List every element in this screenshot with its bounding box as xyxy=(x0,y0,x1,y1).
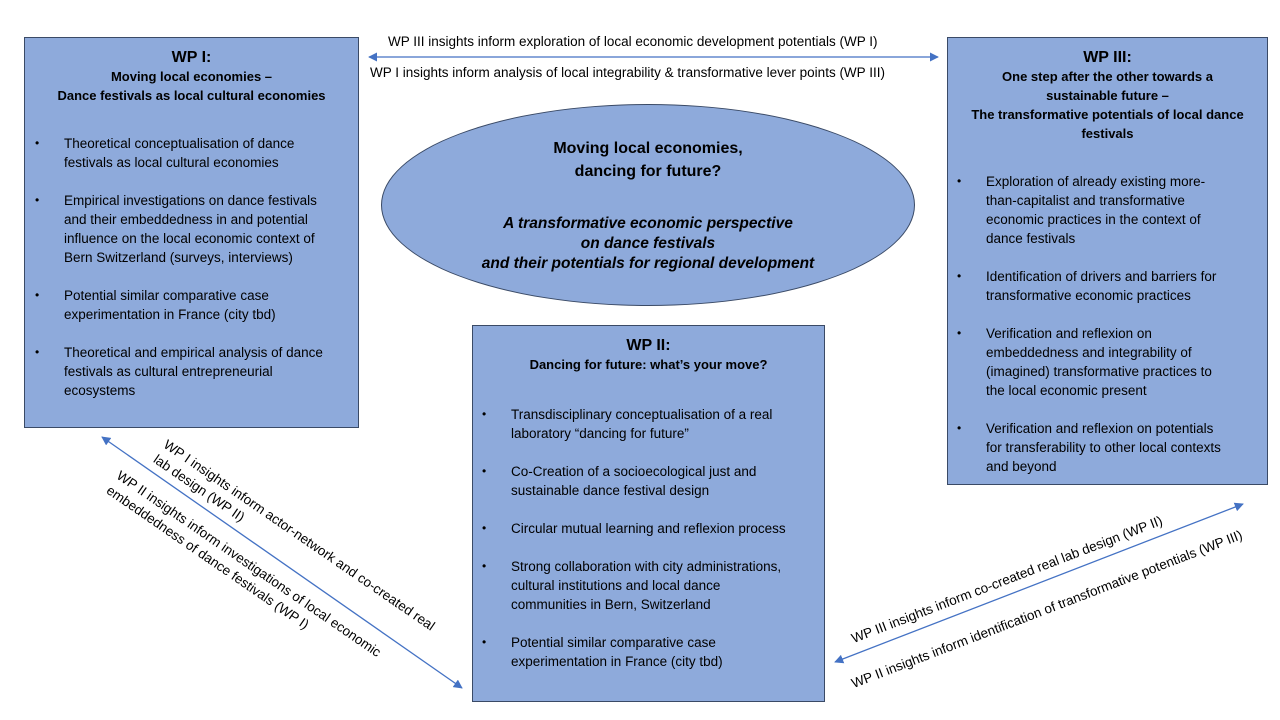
list-item: Strong collaboration with city administr… xyxy=(482,557,821,614)
link-label-top-upper: WP III insights inform exploration of lo… xyxy=(388,34,878,49)
list-item: Exploration of already existing more- th… xyxy=(957,172,1258,248)
list-item: Verification and reflexion on potentials… xyxy=(957,419,1258,476)
list-item: Identification of drivers and barriers f… xyxy=(957,267,1258,305)
list-item: Empirical investigations on dance festiv… xyxy=(35,191,354,267)
list-item: Transdisciplinary conceptualisation of a… xyxy=(482,405,821,443)
center-ellipse: Moving local economies, dancing for futu… xyxy=(381,104,915,306)
link-label-top-lower: WP I insights inform analysis of local i… xyxy=(370,65,885,80)
center-title: Moving local economies, dancing for futu… xyxy=(553,140,743,180)
list-item: Potential similar comparative case exper… xyxy=(482,633,821,671)
list-item: Co-Creation of a socioecological just an… xyxy=(482,462,821,500)
arrow-wp2-wp3 xyxy=(834,502,1244,664)
list-item: Circular mutual learning and reflexion p… xyxy=(482,519,821,538)
wp1-title: WP I: xyxy=(171,49,212,66)
wp3-list: Exploration of already existing more- th… xyxy=(957,172,1258,495)
center-subtitle: A transformative economic perspective on… xyxy=(481,215,815,272)
wp2-subtitle: Dancing for future: what’s your move? xyxy=(529,357,768,372)
wp3-title: WP III: xyxy=(1083,49,1132,66)
list-item: Verification and reflexion on embeddedne… xyxy=(957,324,1258,400)
wp3-subtitle: One step after the other towards a susta… xyxy=(971,69,1244,141)
wp1-list: Theoretical conceptualisation of dance f… xyxy=(35,134,354,419)
arrow-wp1-wp2 xyxy=(101,436,463,689)
list-item: Theoretical conceptualisation of dance f… xyxy=(35,134,354,172)
wp2-title: WP II: xyxy=(626,337,671,354)
list-item: Theoretical and empirical analysis of da… xyxy=(35,343,354,400)
wp1-subtitle: Moving local economies – Dance festivals… xyxy=(57,69,326,103)
wp3-box: WP III: One step after the other towards… xyxy=(947,37,1268,485)
list-item: Potential similar comparative case exper… xyxy=(35,286,354,324)
wp2-list: Transdisciplinary conceptualisation of a… xyxy=(482,405,821,690)
wp2-box: WP II: Dancing for future: what’s your m… xyxy=(472,325,825,702)
wp1-box: WP I: Moving local economies – Dance fes… xyxy=(24,37,359,428)
